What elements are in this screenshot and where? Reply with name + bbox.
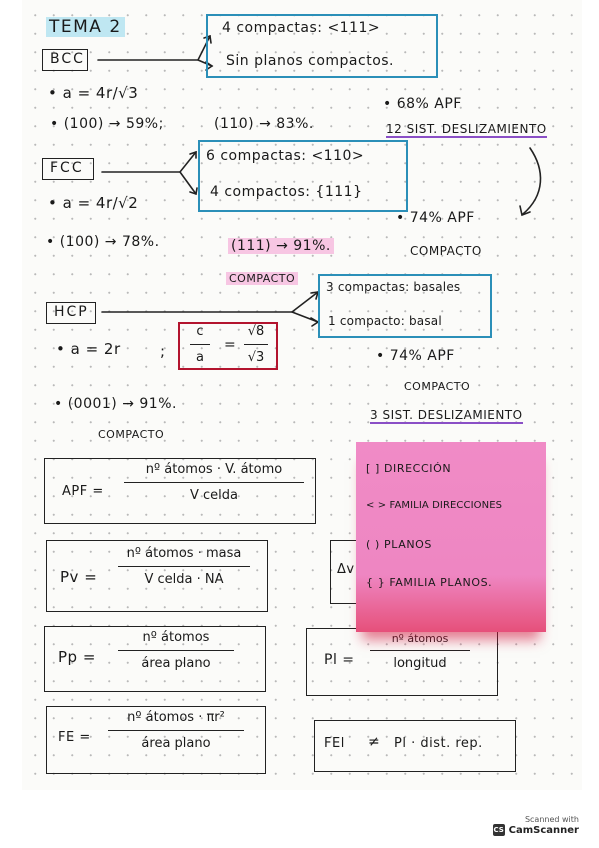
hcp-eq: = [224, 337, 237, 353]
fe-num: nº átomos · πr² [127, 710, 225, 725]
fcc-compacto: COMPACTO [226, 272, 299, 285]
fe-label: FE = [58, 730, 91, 745]
curved-arrow [522, 147, 542, 215]
scanned-with-text: Scanned with [524, 815, 579, 824]
hcp-sqrt-fraction: √8 √3 [244, 324, 268, 365]
fel-label: FEl [324, 736, 345, 751]
notebook-page [22, 0, 582, 790]
pl-den: longitud [393, 656, 447, 671]
hcp-ca-den: a [196, 350, 204, 365]
hidden-fragment: Δv [337, 562, 355, 577]
fe-formula-box [46, 706, 266, 774]
bcc-slip: 12 SIST. DESLIZAMIENTO [386, 122, 547, 138]
page-title: TEMA 2 [46, 17, 125, 37]
fcc-111: (111) → 91%. [228, 238, 334, 254]
bcc-box-line1: 4 compactas: <111> [222, 20, 381, 36]
fcc-a: • a = 4r/√2 [48, 194, 139, 212]
scanner-watermark: Scanned with CS CamScanner [492, 815, 579, 836]
bcc-110: (110) → 83%. [214, 116, 314, 132]
pl-label: Pl = [324, 652, 355, 668]
fcc-label: FCC [50, 160, 84, 176]
sticky-note: [ ] DIRECCIÓN < > FAMILIA DIRECCIONES ( … [356, 442, 546, 632]
hcp-ca-fraction: c a [190, 324, 210, 365]
bcc-arrow [97, 35, 211, 61]
pv-num: nº átomos · masa [126, 546, 242, 561]
hcp-a: • a = 2r [56, 340, 121, 358]
fcc-box-line1: 6 compactas: <110> [206, 148, 365, 164]
fcc-arrow [101, 151, 197, 173]
camscanner-icon: CS [492, 824, 505, 836]
fcc-compacto2: COMPACTO [410, 244, 482, 258]
fel-formula-box [314, 720, 516, 772]
bcc-label: BCC [50, 51, 85, 67]
hcp-slip: 3 SIST. DESLIZAMIENTO [370, 408, 523, 424]
sticky-row-familia-direcciones: < > FAMILIA DIRECCIONES [366, 500, 503, 511]
fcc-blue-box [198, 140, 408, 212]
pv-fraction: nº átomos · masa V celda · NA [118, 546, 250, 587]
hcp-box-line2: 1 compacto: basal [328, 314, 442, 328]
apf-label: APF = [62, 484, 104, 499]
hcp-compacto2: COMPACTO [404, 380, 471, 393]
bcc-box-line2: Sin planos compactos. [226, 53, 394, 69]
apf-formula-box [44, 458, 316, 524]
apf-den: V celda [189, 488, 238, 503]
hcp-sq-den: √3 [247, 350, 265, 365]
pp-fraction: nº átomos área plano [118, 630, 234, 671]
pv-formula-box [46, 540, 268, 612]
hcp-ca-box [178, 322, 278, 370]
pv-label: Pv = [60, 568, 98, 586]
fcc-label-box [42, 158, 94, 180]
pp-num: nº átomos [142, 630, 210, 645]
sticky-row-familia-planos: { } FAMILIA PLANOS. [366, 576, 493, 589]
hcp-box-line1: 3 compactas: basales [326, 280, 461, 294]
fe-den: área plano [141, 736, 211, 751]
pl-num: nº átomos [391, 632, 449, 645]
fel-rhs: Pl · dist. rep. [394, 736, 483, 751]
hcp-ca-num: c [196, 324, 204, 339]
hcp-arrow [101, 291, 319, 313]
fcc-100: • (100) → 78%. [46, 234, 160, 250]
bcc-apf: • 68% APF [383, 96, 462, 112]
bcc-blue-box [206, 14, 438, 78]
hcp-sq-num: √8 [247, 324, 265, 339]
pp-label: Pp = [58, 648, 96, 666]
fe-fraction: nº átomos · πr² área plano [108, 710, 244, 751]
pv-den: V celda · NA [144, 572, 224, 587]
bcc-label-box [42, 49, 88, 71]
sticky-row-direccion: [ ] DIRECCIÓN [366, 462, 452, 475]
bcc-a: • a = 4r/√3 [48, 84, 139, 102]
fcc-box-line2: 4 compactos: {111} [210, 184, 363, 200]
hcp-blue-box [318, 274, 492, 338]
camscanner-brand: CamScanner [508, 824, 579, 836]
hcp-0001: • (0001) → 91%. [54, 396, 177, 412]
pl-fraction: nº átomos longitud [370, 632, 470, 671]
fcc-apf: • 74% APF [396, 210, 475, 226]
fel-eq: ≠ [368, 734, 381, 750]
apf-num: nº átomos · V. átomo [145, 462, 283, 477]
hcp-label-box [46, 302, 96, 324]
pp-formula-box [44, 626, 266, 692]
hcp-label: HCP [54, 304, 89, 320]
bcc-100: • (100) → 59%; [50, 116, 164, 132]
hcp-compacto: COMPACTO [98, 428, 165, 441]
hcp-apf: • 74% APF [376, 348, 455, 364]
sticky-row-planos: ( ) PLANOS [366, 538, 432, 551]
apf-fraction: nº átomos · V. átomo V celda [124, 462, 304, 503]
pp-den: área plano [141, 656, 211, 671]
hcp-semicolon: ; [160, 342, 166, 360]
